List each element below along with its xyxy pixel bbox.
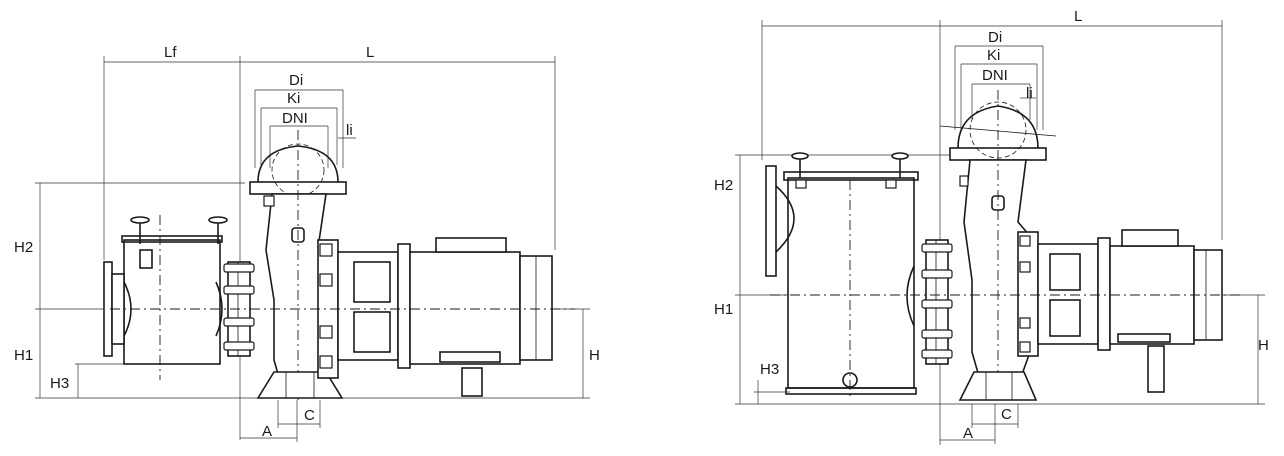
label-dni: DNI xyxy=(282,110,308,127)
right-strainer xyxy=(765,152,919,400)
label-li: li xyxy=(346,122,353,139)
right-dimension-lines xyxy=(735,20,1265,445)
label-a: A xyxy=(262,423,272,440)
right-motor xyxy=(770,229,1240,393)
right-bearing-bracket xyxy=(1017,231,1111,357)
label-h: H xyxy=(589,347,600,364)
label-li: li xyxy=(1026,85,1033,102)
left-labels: Lf L Di Ki DNI li H2 H1 H3 H A C xyxy=(14,44,600,440)
label-ki: Ki xyxy=(287,90,300,107)
left-view: Lf L Di Ki DNI li H2 H1 H3 H A C xyxy=(14,44,600,442)
right-labels: L Di Ki DNI li H2 H1 H3 H A C xyxy=(714,8,1269,442)
left-coupling-flange xyxy=(223,261,255,357)
label-di: Di xyxy=(289,72,303,89)
label-lf: Lf xyxy=(164,44,177,61)
label-h2: H2 xyxy=(14,239,33,256)
label-l: L xyxy=(366,44,374,61)
label-dni: DNI xyxy=(982,67,1008,84)
right-pump-casing xyxy=(939,90,1057,401)
label-c: C xyxy=(304,407,315,424)
label-h: H xyxy=(1258,337,1269,354)
left-strainer xyxy=(103,215,228,380)
label-c: C xyxy=(1001,406,1012,423)
right-view: L Di Ki DNI li H2 H1 H3 H A C xyxy=(714,8,1269,445)
label-h1: H1 xyxy=(14,347,33,364)
left-bearing-bracket xyxy=(317,239,411,379)
label-h3: H3 xyxy=(50,375,69,392)
label-h3: H3 xyxy=(760,361,779,378)
label-h2: H2 xyxy=(714,177,733,194)
label-l: L xyxy=(1074,8,1082,25)
left-motor xyxy=(110,237,575,397)
right-coupling-flange xyxy=(921,239,953,365)
label-di: Di xyxy=(988,29,1002,46)
label-a: A xyxy=(963,425,973,442)
label-ki: Ki xyxy=(987,47,1000,64)
label-h1: H1 xyxy=(714,301,733,318)
